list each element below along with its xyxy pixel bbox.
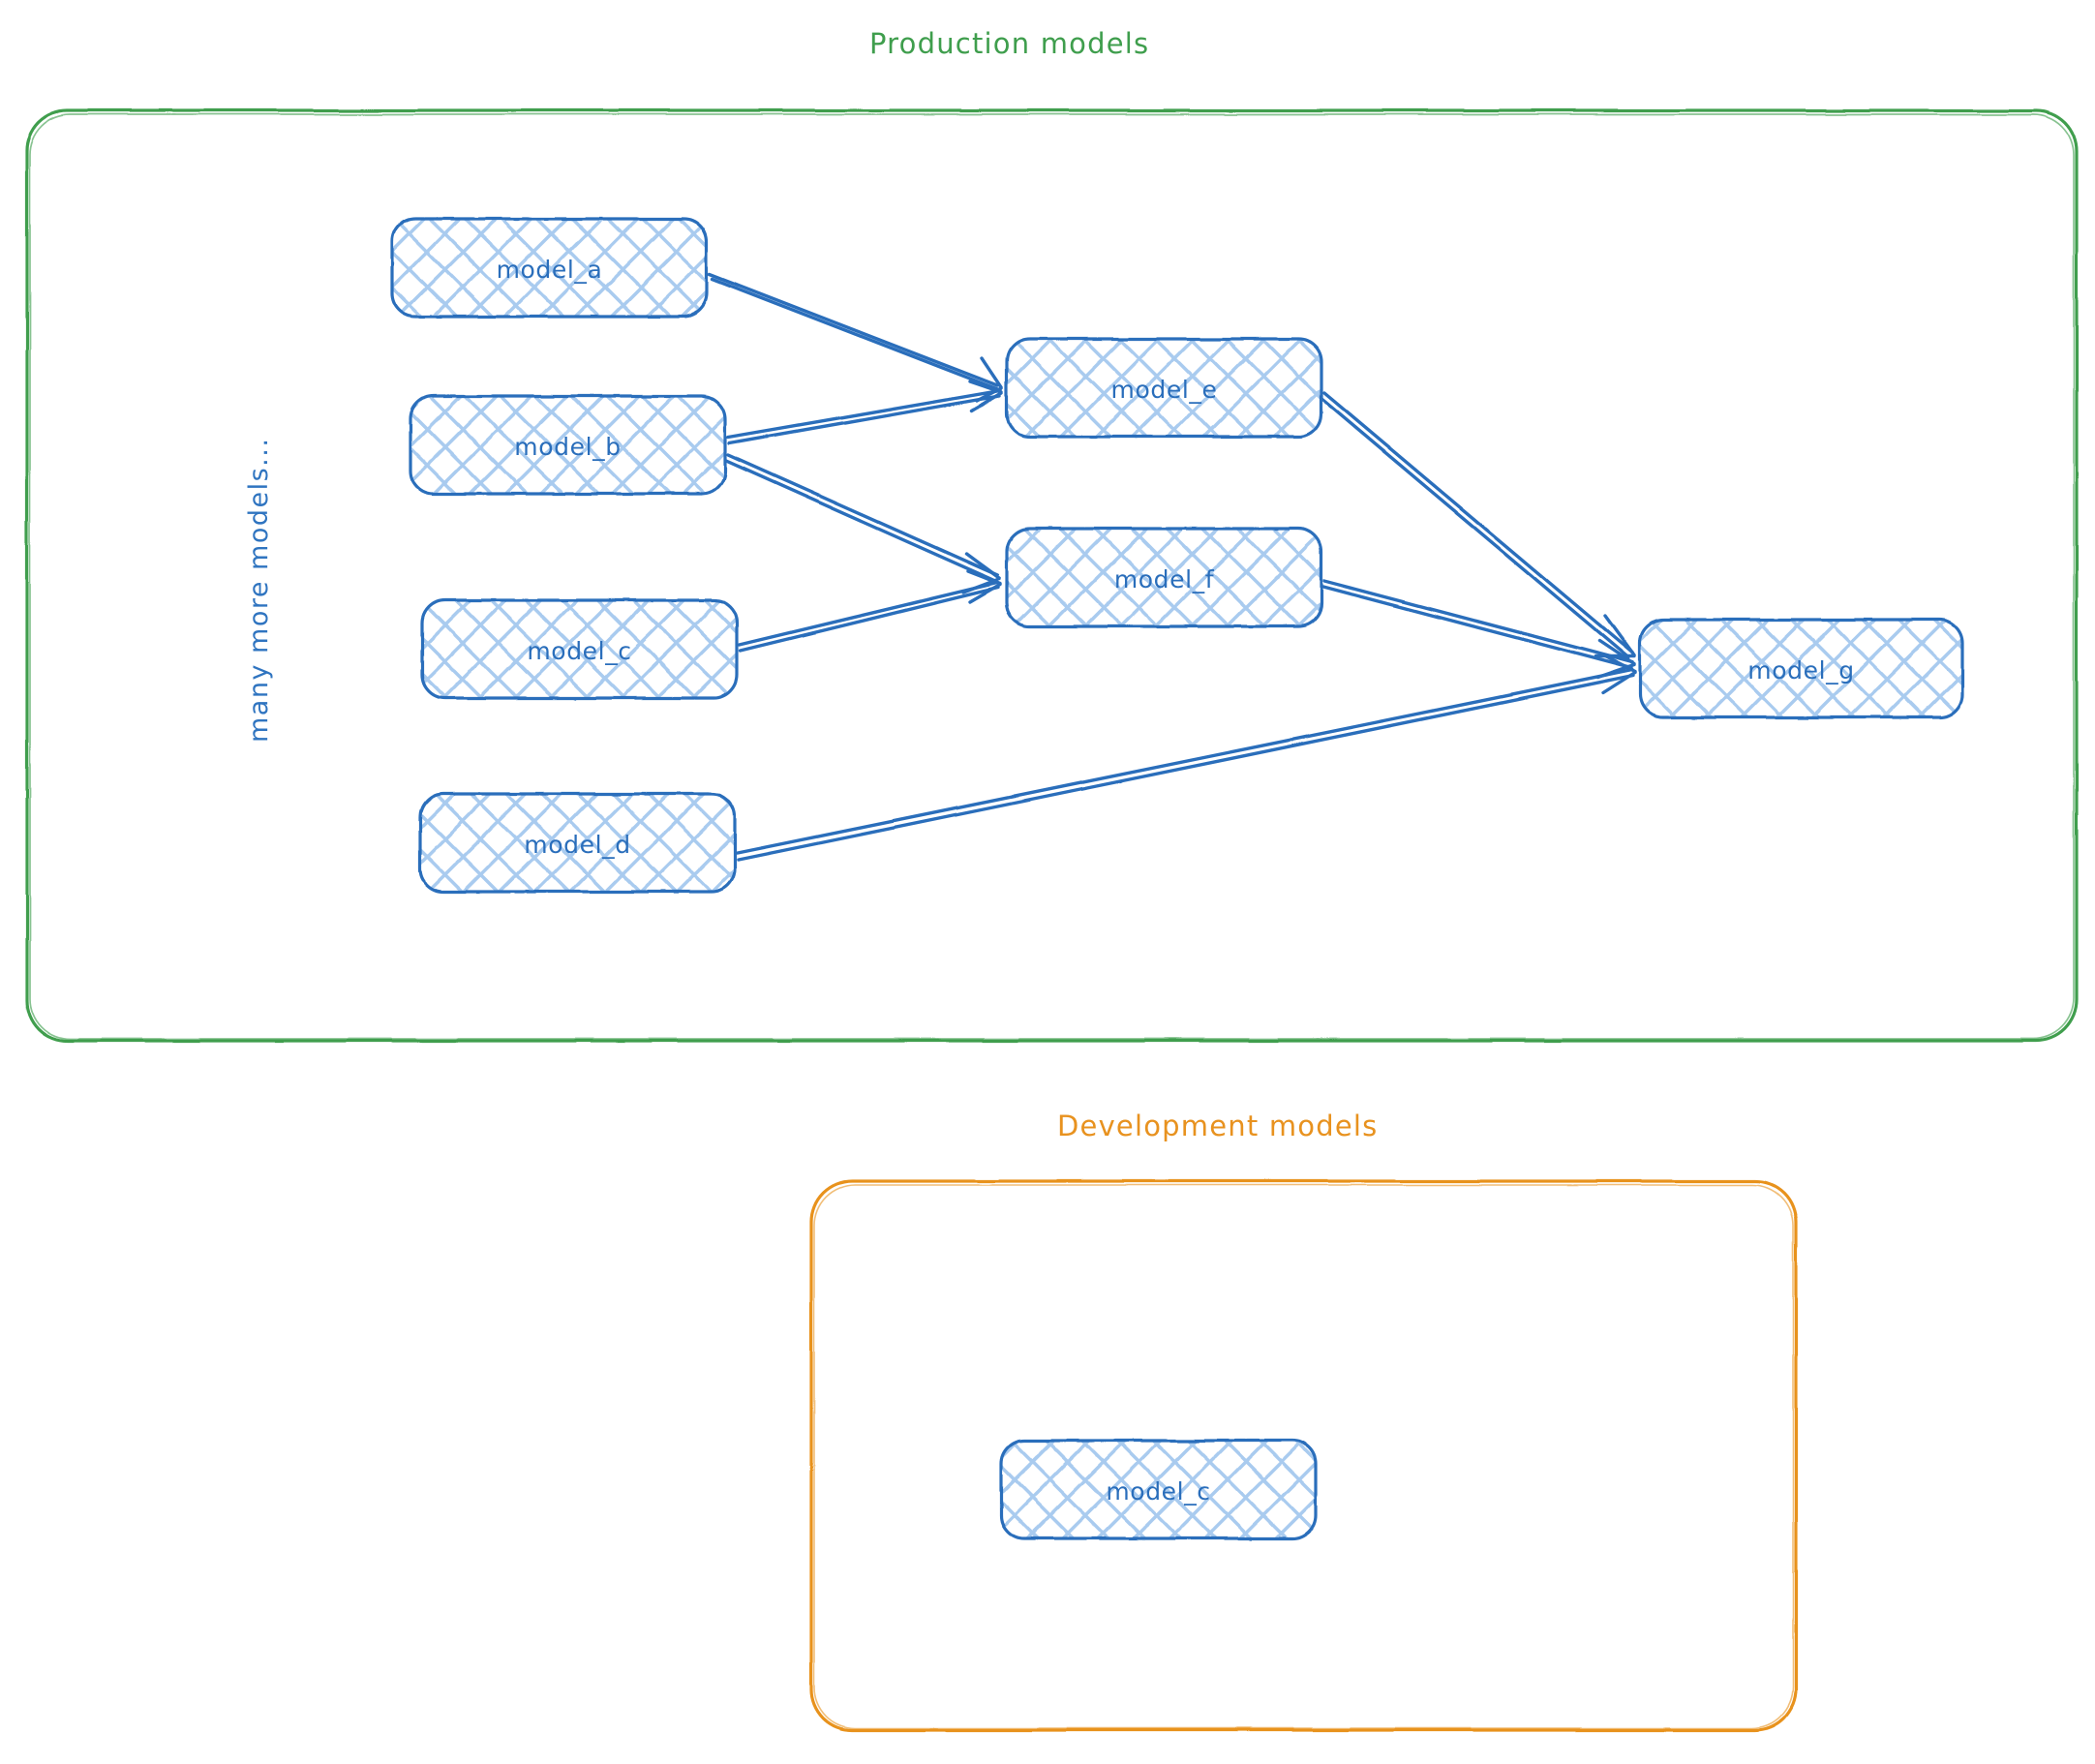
node-shape-model-f[interactable] <box>1005 527 1323 628</box>
production-group-border <box>25 108 2079 1043</box>
node-shape-model-c-dev[interactable] <box>999 1439 1318 1540</box>
edge-model-b-to-model-e <box>726 380 1003 445</box>
node-shape-model-c[interactable] <box>420 598 739 700</box>
development-group-title: Development models <box>1057 1110 1379 1142</box>
edge-model-d-to-model-g <box>736 653 1637 862</box>
development-group-border <box>809 1179 1798 1732</box>
node-shape-model-d[interactable] <box>418 792 737 894</box>
production-group-title: Production models <box>869 27 1150 60</box>
node-shape-model-e[interactable] <box>1005 337 1323 439</box>
node-shape-model-g[interactable] <box>1638 618 1964 719</box>
node-shape-model-a[interactable] <box>390 217 709 319</box>
many-more-models-label: many more models... <box>244 437 274 743</box>
edge-model-c-to-model-f <box>738 569 1002 653</box>
node-shape-model-b[interactable] <box>409 394 727 496</box>
